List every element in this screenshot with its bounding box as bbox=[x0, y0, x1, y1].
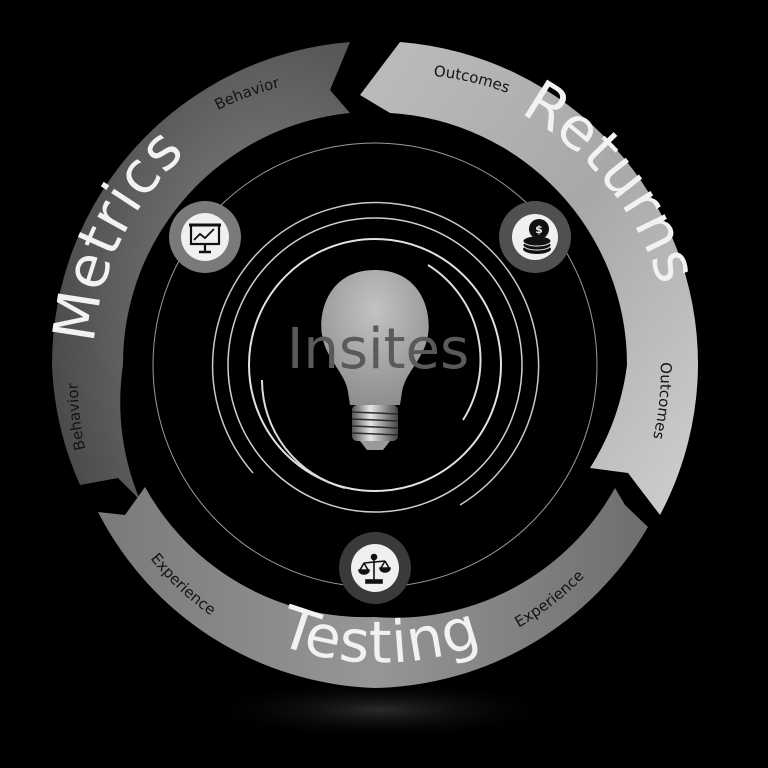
segment-returns[interactable] bbox=[360, 42, 699, 515]
segment-label-testing: Testing bbox=[271, 592, 487, 676]
testing-icon-badge[interactable] bbox=[339, 532, 411, 604]
segment-metrics[interactable] bbox=[51, 42, 350, 500]
center-title: Insites bbox=[287, 317, 469, 382]
inner-arc-accent-left bbox=[261, 379, 346, 489]
balance-scale-icon bbox=[358, 553, 391, 584]
inner-arc-accent-right bbox=[427, 264, 482, 421]
presentation-chart-icon bbox=[189, 223, 221, 254]
metrics-icon-badge[interactable] bbox=[169, 201, 241, 273]
inner-ring-4 bbox=[248, 238, 502, 492]
coin-stack-dollar-icon: $ bbox=[522, 219, 552, 254]
inner-ring-3 bbox=[227, 217, 523, 513]
lightbulb-icon bbox=[321, 270, 429, 450]
inner-ring-arc-2 bbox=[211, 201, 540, 506]
floor-shadow bbox=[200, 680, 560, 740]
segment-testing[interactable] bbox=[98, 487, 648, 688]
returns-icon-badge[interactable]: $ bbox=[499, 201, 571, 273]
svg-text:$: $ bbox=[535, 223, 543, 236]
